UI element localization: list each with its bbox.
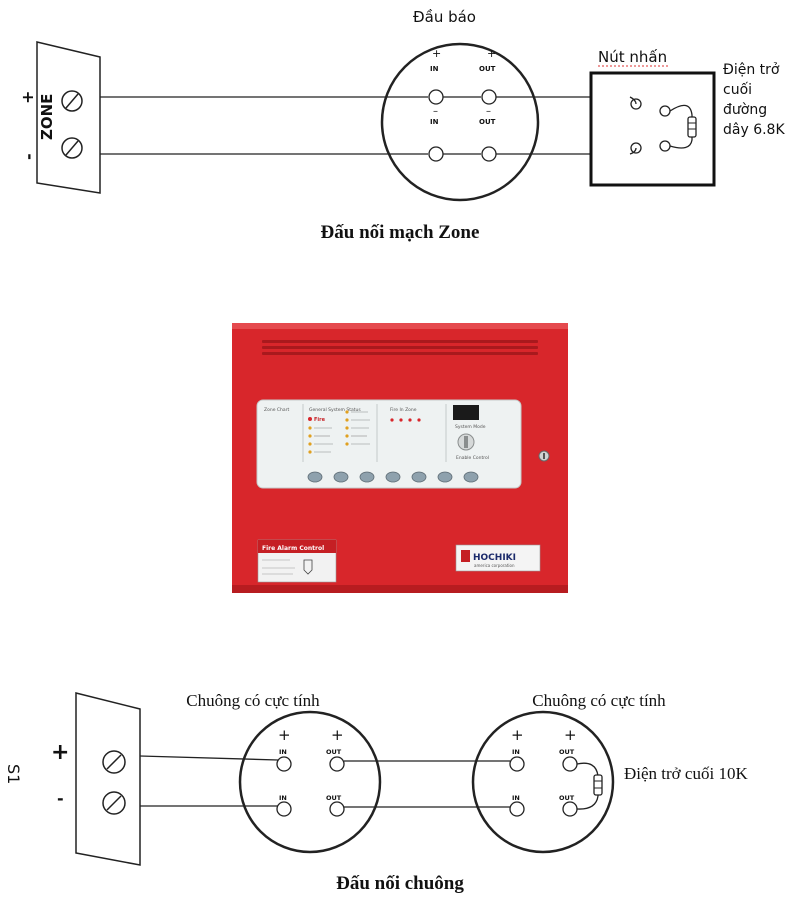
- bell-1-circle: [238, 710, 382, 854]
- bell-1-terminal-out-top: [329, 756, 345, 772]
- detector-out-top: OUT: [479, 65, 496, 73]
- bell-1-out-bottom: OUT: [326, 794, 342, 802]
- panel-system-mode: System Mode: [455, 424, 486, 430]
- bell-1-label: Chuông có cực tính: [186, 691, 320, 710]
- zone-caption: Đấu nối mạch Zone: [321, 222, 480, 243]
- bell-resistor-label: Điện trở cuối 10K: [624, 764, 748, 783]
- bell-resistor: [593, 774, 603, 796]
- bell-2-out-top: OUT: [559, 748, 575, 756]
- svg-text:+: +: [331, 726, 344, 744]
- bell-2-out-bottom: OUT: [559, 794, 575, 802]
- svg-text:–: –: [433, 106, 438, 117]
- panel-fire-label: Fire: [314, 417, 326, 423]
- panel-general-status: General System Status: [309, 407, 361, 413]
- bell-2-terminal-out-bottom: [562, 801, 578, 817]
- bell-2-label: Chuông có cực tính: [532, 691, 666, 710]
- detector-terminal-out-bottom: [481, 146, 497, 162]
- zone-resistor-label-3: đường: [723, 102, 767, 118]
- bell-diagram: S1 + - Chuông có cực tính + + IN OUT IN …: [4, 691, 748, 894]
- panel-face: [256, 399, 522, 489]
- svg-text:+: +: [564, 726, 577, 744]
- panel-button-5[interactable]: [411, 471, 427, 483]
- detector-plus-left: +: [432, 47, 441, 60]
- bell-1-terminal-in-top: [276, 756, 292, 772]
- panel-button-6[interactable]: [437, 471, 453, 483]
- zone-resistor-label-2: cuối: [723, 81, 752, 98]
- zone-plus-sign: +: [18, 91, 37, 104]
- zone-resistor-label-4: dây 6.8K: [723, 122, 785, 138]
- zone-terminal-block: [36, 41, 101, 194]
- zone-minus-sign: -: [19, 153, 38, 160]
- panel-brand: HOCHIKI: [473, 553, 516, 563]
- detector-plus-right: +: [487, 47, 496, 60]
- bell-1-out-top: OUT: [326, 748, 342, 756]
- bell-1-terminal-out-bottom: [329, 801, 345, 817]
- bell-caption: Đấu nối chuông: [336, 873, 464, 894]
- detector-in-top: IN: [430, 65, 439, 73]
- panel-button-3[interactable]: [359, 471, 375, 483]
- panel-button-1[interactable]: [307, 471, 323, 483]
- panel-button-4[interactable]: [385, 471, 401, 483]
- panel-zone-chart: Zone Chart: [264, 407, 289, 413]
- bell-minus-sign: -: [57, 789, 64, 808]
- bell-terminal-block: [75, 692, 141, 866]
- panel-brand-sub: america corporation: [474, 563, 515, 568]
- detector-terminal-out-top: [481, 89, 497, 105]
- bell-1-in-top: IN: [279, 748, 287, 756]
- panel-vents: [262, 340, 538, 355]
- bell-2-in-bottom: IN: [512, 794, 520, 802]
- bell-2-in-top: IN: [512, 748, 520, 756]
- panel-button-2[interactable]: [333, 471, 349, 483]
- bell-1-terminal-in-bottom: [276, 801, 292, 817]
- detector-label: Đầu báo: [413, 8, 476, 26]
- panel-enable-control: Enable Control: [456, 455, 489, 461]
- zone-label: ZONE: [38, 94, 56, 140]
- bell-2-terminal-in-top: [509, 756, 525, 772]
- detector-terminal-in-bottom: [428, 146, 444, 162]
- push-button-label: Nút nhấn: [598, 48, 667, 66]
- zone-diagram: + ZONE - Đầu báo + + IN OUT – – IN OUT N…: [18, 8, 785, 243]
- bell-2-circle: [471, 710, 615, 854]
- detector-out-bottom: OUT: [479, 118, 496, 126]
- bell-2-terminal-out-top: [562, 756, 578, 772]
- panel-buttons: [307, 471, 479, 483]
- detector-terminal-in-top: [428, 89, 444, 105]
- panel-title: Fire Alarm Control: [262, 545, 324, 552]
- zone-resistor-label-1: Điện trở: [723, 62, 780, 78]
- panel-fire-to-zone: Fire In Zone: [390, 407, 417, 413]
- panel-logo-mark: [461, 550, 470, 562]
- fire-alarm-panel: Zone Chart General System Status Fire Fi…: [232, 323, 568, 593]
- bell-plus-sign: +: [51, 740, 69, 765]
- bell-1-in-bottom: IN: [279, 794, 287, 802]
- panel-button-7[interactable]: [463, 471, 479, 483]
- panel-display: [453, 405, 479, 420]
- button-resistor: [687, 116, 697, 138]
- detector-circle: [380, 42, 540, 202]
- bell-s1-label: S1: [4, 764, 23, 784]
- svg-text:+: +: [511, 726, 524, 744]
- svg-text:–: –: [486, 106, 491, 117]
- svg-text:+: +: [278, 726, 291, 744]
- button-contact-4: [659, 140, 671, 152]
- button-link: [629, 96, 637, 155]
- detector-in-bottom: IN: [430, 118, 439, 126]
- button-contact-3: [659, 105, 671, 117]
- bell-2-terminal-in-bottom: [509, 801, 525, 817]
